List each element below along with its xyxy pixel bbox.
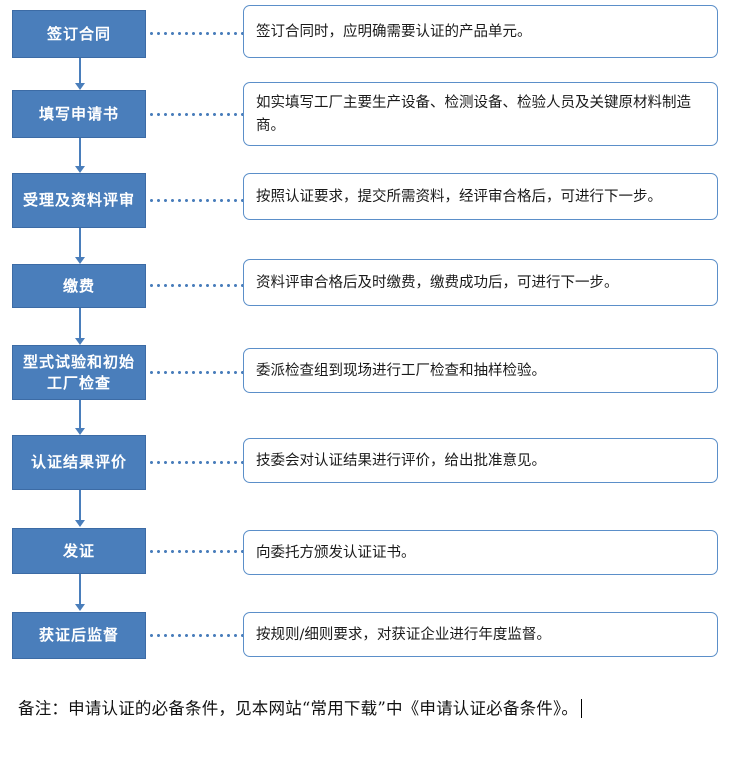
step-label-3: 受理及资料评审	[22, 191, 135, 210]
step-box-7[interactable]: 发证	[12, 528, 146, 574]
desc-text-1: 签订合同时，应明确需要认证的产品单元。	[256, 23, 532, 40]
step-label-6: 认证结果评价	[30, 453, 127, 472]
step-box-5[interactable]: 型式试验和初始工厂检查	[12, 345, 146, 400]
desc-box-3: 按照认证要求，提交所需资料，经评审合格后，可进行下一步。	[243, 173, 718, 220]
step-box-4[interactable]: 缴费	[12, 264, 146, 308]
step-label-2: 填写申请书	[38, 104, 119, 123]
desc-text-2: 如实填写工厂主要生产设备、检测设备、检验人员及关键原材料制造商。	[256, 95, 691, 134]
desc-text-8: 按规则/细则要求，对获证企业进行年度监督。	[256, 626, 551, 643]
desc-text-7: 向委托方颁发认证证书。	[256, 544, 416, 561]
connector-dots-8	[148, 634, 244, 637]
desc-box-5: 委派检查组到现场进行工厂检查和抽样检验。	[243, 348, 718, 393]
step-box-6[interactable]: 认证结果评价	[12, 435, 146, 490]
connector-dots-3	[148, 199, 244, 202]
desc-box-1: 签订合同时，应明确需要认证的产品单元。	[243, 5, 718, 58]
step-label-8: 获证后监督	[38, 626, 119, 645]
footer-note: 备注：申请认证的必备条件，见本网站“常用下载”中《申请认证必备条件》。	[18, 692, 718, 726]
footer-note-text: 备注：申请认证的必备条件，见本网站“常用下载”中《申请认证必备条件》。	[18, 699, 579, 718]
connector-dots-2	[148, 113, 244, 116]
step-label-4: 缴费	[62, 276, 95, 295]
desc-text-6: 技委会对认证结果进行评价，给出批准意见。	[256, 452, 546, 469]
desc-text-4: 资料评审合格后及时缴费，缴费成功后，可进行下一步。	[256, 274, 619, 291]
connector-dots-6	[148, 461, 244, 464]
desc-text-3: 按照认证要求，提交所需资料，经评审合格后，可进行下一步。	[256, 188, 662, 205]
step-box-1[interactable]: 签订合同	[12, 10, 146, 58]
connector-dots-5	[148, 371, 244, 374]
step-label-5: 型式试验和初始工厂检查	[22, 353, 135, 392]
step-box-8[interactable]: 获证后监督	[12, 612, 146, 659]
desc-box-7: 向委托方颁发认证证书。	[243, 530, 718, 575]
desc-text-5: 委派检查组到现场进行工厂检查和抽样检验。	[256, 362, 546, 379]
connector-dots-1	[148, 32, 244, 35]
text-caret	[581, 699, 583, 718]
desc-box-4: 资料评审合格后及时缴费，缴费成功后，可进行下一步。	[243, 259, 718, 306]
desc-box-6: 技委会对认证结果进行评价，给出批准意见。	[243, 438, 718, 483]
step-box-2[interactable]: 填写申请书	[12, 90, 146, 138]
step-label-7: 发证	[62, 541, 95, 560]
desc-box-8: 按规则/细则要求，对获证企业进行年度监督。	[243, 612, 718, 657]
desc-box-2: 如实填写工厂主要生产设备、检测设备、检验人员及关键原材料制造商。	[243, 82, 718, 146]
connector-dots-7	[148, 550, 244, 553]
step-label-1: 签订合同	[46, 24, 111, 43]
connector-dots-4	[148, 284, 244, 287]
step-box-3[interactable]: 受理及资料评审	[12, 173, 146, 228]
